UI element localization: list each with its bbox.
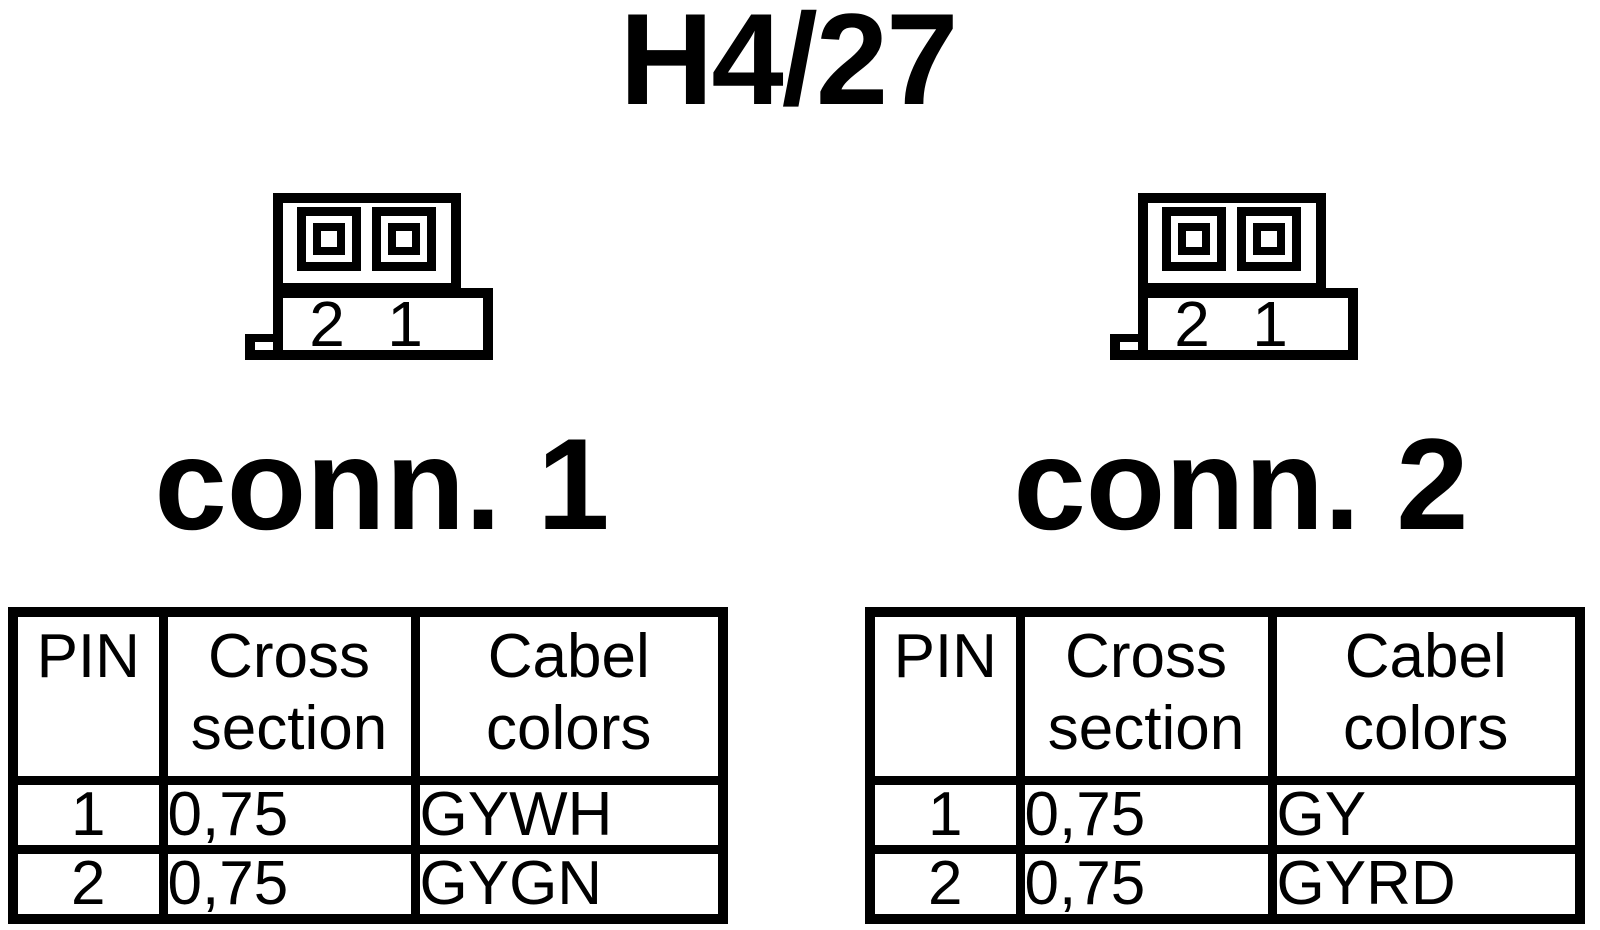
connector-2-pin-1-socket-icon (1237, 207, 1301, 271)
connector-1-pin-label-1: 1 (387, 288, 423, 360)
connector-2-pin-label-2: 2 (1174, 288, 1210, 360)
cross-section-cell: 0,75 (1015, 845, 1277, 924)
table-row: 2 0,75 GYGN (8, 845, 728, 924)
connector-2-pin-2-socket-icon (1162, 207, 1226, 271)
connector-1-pin-2-socket-icon (297, 207, 361, 271)
connector-1-base: 2 1 (273, 288, 493, 360)
connector-2-base: 2 1 (1138, 288, 1358, 360)
header-cabel-colors: Cabel colors (1267, 607, 1585, 785)
header-cross-section: Cross section (158, 607, 420, 785)
pin-cell: 1 (8, 776, 168, 854)
table-row: 1 0,75 GYWH (8, 776, 728, 854)
pin-cell: 2 (8, 845, 168, 924)
connector-2-label: conn. 2 (1013, 411, 1469, 557)
pin-cell: 2 (865, 845, 1025, 924)
header-pin: PIN (8, 607, 168, 785)
connector-2-pinout-table: PIN Cross section Cabel colors 1 0,75 GY… (865, 607, 1585, 924)
header-cabel-colors: Cabel colors (410, 607, 728, 785)
pin-core-icon (388, 223, 420, 255)
connector-1-diagram: 2 1 (245, 193, 495, 360)
connector-1-pin-1-socket-icon (372, 207, 436, 271)
cable-color-cell: GYRD (1267, 845, 1585, 924)
pin-core-icon (1178, 223, 1210, 255)
connector-1-housing (273, 193, 461, 293)
connector-1-pinout-table: PIN Cross section Cabel colors 1 0,75 GY… (8, 607, 728, 924)
connector-1-pin-label-2: 2 (309, 288, 345, 360)
table-header-row: PIN Cross section Cabel colors (865, 607, 1585, 785)
pin-cell: 1 (865, 776, 1025, 854)
header-cross-section: Cross section (1015, 607, 1277, 785)
header-pin: PIN (865, 607, 1025, 785)
cross-section-cell: 0,75 (158, 845, 420, 924)
pin-core-icon (313, 223, 345, 255)
cable-color-cell: GY (1267, 776, 1585, 854)
cross-section-cell: 0,75 (158, 776, 420, 854)
table-header-row: PIN Cross section Cabel colors (8, 607, 728, 785)
cable-color-cell: GYGN (410, 845, 728, 924)
table-row: 1 0,75 GY (865, 776, 1585, 854)
table-row: 2 0,75 GYRD (865, 845, 1585, 924)
connector-1-label: conn. 1 (154, 411, 610, 557)
pin-core-icon (1253, 223, 1285, 255)
cable-color-cell: GYWH (410, 776, 728, 854)
connector-2-pin-label-1: 1 (1252, 288, 1288, 360)
page-title: H4/27 (619, 0, 959, 132)
connector-2-diagram: 2 1 (1110, 193, 1360, 360)
connector-2-housing (1138, 193, 1326, 293)
cross-section-cell: 0,75 (1015, 776, 1277, 854)
